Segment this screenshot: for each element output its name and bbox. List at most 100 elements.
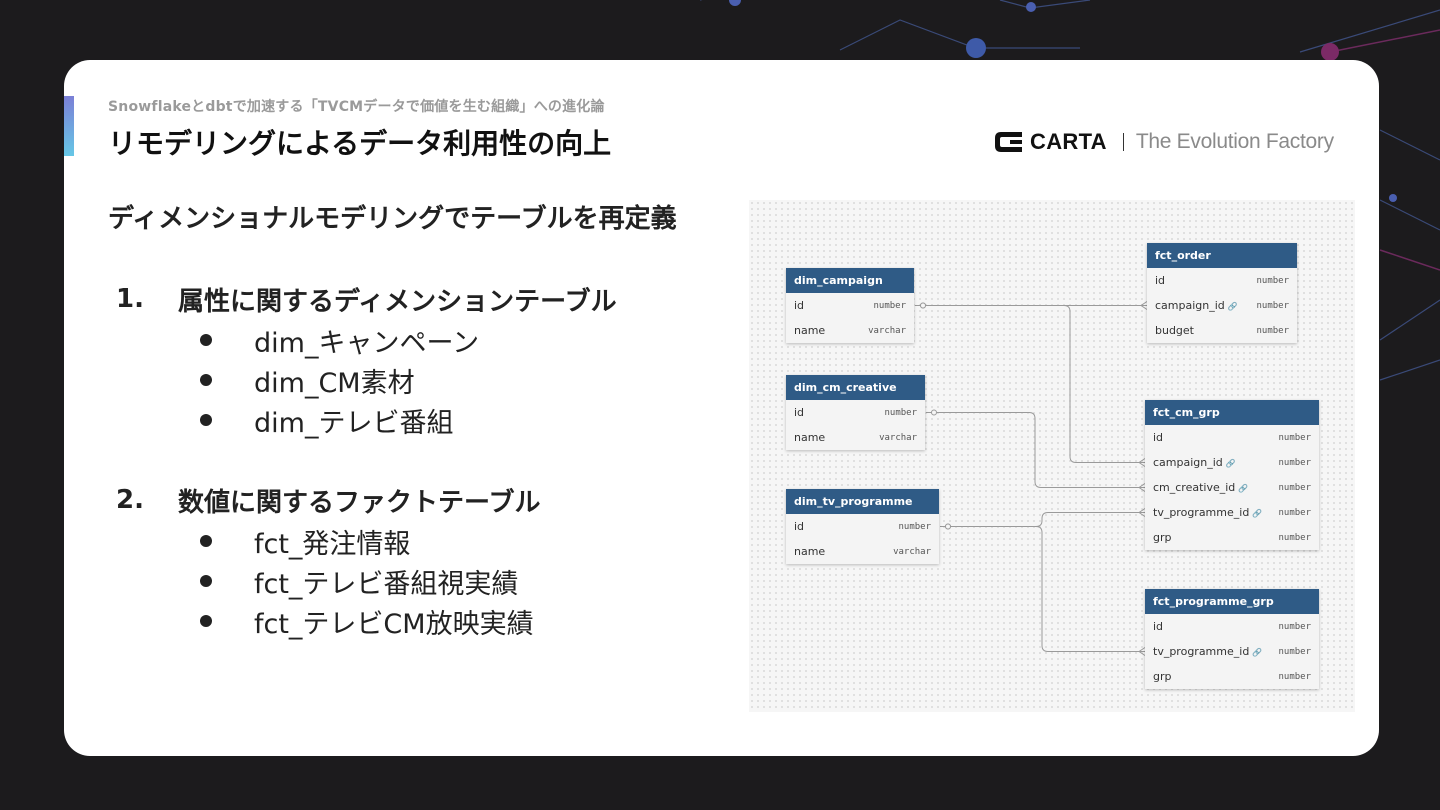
- list-item-label: fct_テレビ番組視実績: [254, 562, 518, 601]
- link-icon: 🔗: [1226, 459, 1236, 468]
- page-title: リモデリングによるデータ利用性の向上: [108, 122, 611, 162]
- table-header: dim_cm_creative: [786, 375, 925, 400]
- list-item: fct_テレビCM放映実績: [116, 601, 540, 641]
- list-heading: 1. 属性に関するディメンションテーブル: [116, 278, 617, 320]
- relationship-line: [926, 306, 1139, 463]
- column-name: name: [794, 431, 879, 444]
- slide-subtitle: Snowflakeとdbtで加速する「TVCMデータで価値を生む組織」への進化論: [108, 96, 605, 116]
- column-type: number: [1278, 433, 1311, 443]
- column-name: campaign_id🔗: [1153, 456, 1278, 469]
- bullet-list: dim_キャンペーン dim_CM素材 dim_テレビ番組: [116, 320, 617, 440]
- column-type: number: [884, 408, 917, 418]
- column-type: number: [1278, 672, 1311, 682]
- column-type: varchar: [879, 433, 917, 443]
- column-name: grp: [1153, 670, 1278, 683]
- column-type: number: [873, 301, 906, 311]
- link-icon: 🔗: [1238, 484, 1248, 493]
- bullet-icon: [200, 535, 212, 547]
- table-column-row: idnumber: [786, 400, 925, 425]
- bullet-icon: [200, 414, 212, 426]
- column-name: id: [1155, 274, 1256, 287]
- list-item: dim_テレビ番組: [116, 400, 617, 440]
- list-number: 1.: [116, 284, 178, 314]
- column-type: number: [1256, 276, 1289, 286]
- column-name: id: [1153, 431, 1278, 444]
- table-column-row: idnumber: [786, 293, 914, 318]
- bullet-icon: [200, 575, 212, 587]
- logo-name: CARTA: [1030, 129, 1107, 155]
- list-item: fct_テレビ番組視実績: [116, 561, 540, 601]
- carta-logo: CARTA The Evolution Factory: [992, 126, 1334, 158]
- one-cardinality-marker: [932, 410, 937, 415]
- column-name: name: [794, 324, 868, 337]
- fact-list: 2. 数値に関するファクトテーブル fct_発注情報 fct_テレビ番組視実績 …: [116, 479, 540, 641]
- column-name: name: [794, 545, 893, 558]
- list-item-label: fct_テレビCM放映実績: [254, 602, 534, 641]
- relationship-line: [937, 413, 1139, 488]
- list-title: 数値に関するファクトテーブル: [178, 482, 540, 519]
- slide-card: Snowflakeとdbtで加速する「TVCMデータで価値を生む組織」への進化論…: [64, 60, 1379, 756]
- relationship-line: [951, 513, 1139, 527]
- column-name: id: [794, 520, 898, 533]
- table-column-row: campaign_id🔗number: [1147, 293, 1297, 318]
- table-column-row: cm_creative_id🔗number: [1145, 475, 1319, 500]
- logo-tagline: The Evolution Factory: [1136, 130, 1334, 154]
- column-type: number: [1278, 483, 1311, 493]
- bullet-icon: [200, 334, 212, 346]
- link-icon: 🔗: [1252, 509, 1262, 518]
- table-column-row: tv_programme_id🔗number: [1145, 500, 1319, 525]
- list-item-label: dim_キャンペーン: [254, 321, 479, 360]
- column-name: id: [794, 406, 884, 419]
- column-type: number: [1256, 301, 1289, 311]
- bullet-icon: [200, 374, 212, 386]
- one-cardinality-marker: [921, 303, 926, 308]
- table-column-row: campaign_id🔗number: [1145, 450, 1319, 475]
- column-name: tv_programme_id🔗: [1153, 645, 1278, 658]
- list-item: dim_CM素材: [116, 360, 617, 400]
- column-name: budget: [1155, 324, 1256, 337]
- table-header: fct_cm_grp: [1145, 400, 1319, 425]
- table-header: dim_campaign: [786, 268, 914, 293]
- dimension-list: 1. 属性に関するディメンションテーブル dim_キャンペーン dim_CM素材…: [116, 278, 617, 440]
- table-header: fct_programme_grp: [1145, 589, 1319, 614]
- section-heading: ディメンショナルモデリングでテーブルを再定義: [108, 198, 677, 235]
- column-name: cm_creative_id🔗: [1153, 481, 1278, 494]
- list-heading: 2. 数値に関するファクトテーブル: [116, 479, 540, 521]
- list-item-label: dim_テレビ番組: [254, 401, 453, 440]
- list-title: 属性に関するディメンションテーブル: [178, 281, 617, 318]
- column-type: number: [1278, 508, 1311, 518]
- list-item: dim_キャンペーン: [116, 320, 617, 360]
- link-icon: 🔗: [1252, 648, 1262, 657]
- table-column-row: tv_programme_id🔗number: [1145, 639, 1319, 664]
- bullet-list: fct_発注情報 fct_テレビ番組視実績 fct_テレビCM放映実績: [116, 521, 540, 641]
- column-name: grp: [1153, 531, 1278, 544]
- column-type: varchar: [868, 326, 906, 336]
- list-item-label: fct_発注情報: [254, 522, 410, 561]
- accent-bar: [64, 96, 74, 156]
- column-type: number: [1256, 326, 1289, 336]
- column-type: number: [1278, 533, 1311, 543]
- column-type: number: [1278, 458, 1311, 468]
- list-number: 2.: [116, 485, 178, 515]
- table-header: dim_tv_programme: [786, 489, 939, 514]
- column-type: number: [1278, 647, 1311, 657]
- list-item: fct_発注情報: [116, 521, 540, 561]
- carta-logo-mark: [992, 129, 1026, 155]
- column-name: id: [1153, 620, 1278, 633]
